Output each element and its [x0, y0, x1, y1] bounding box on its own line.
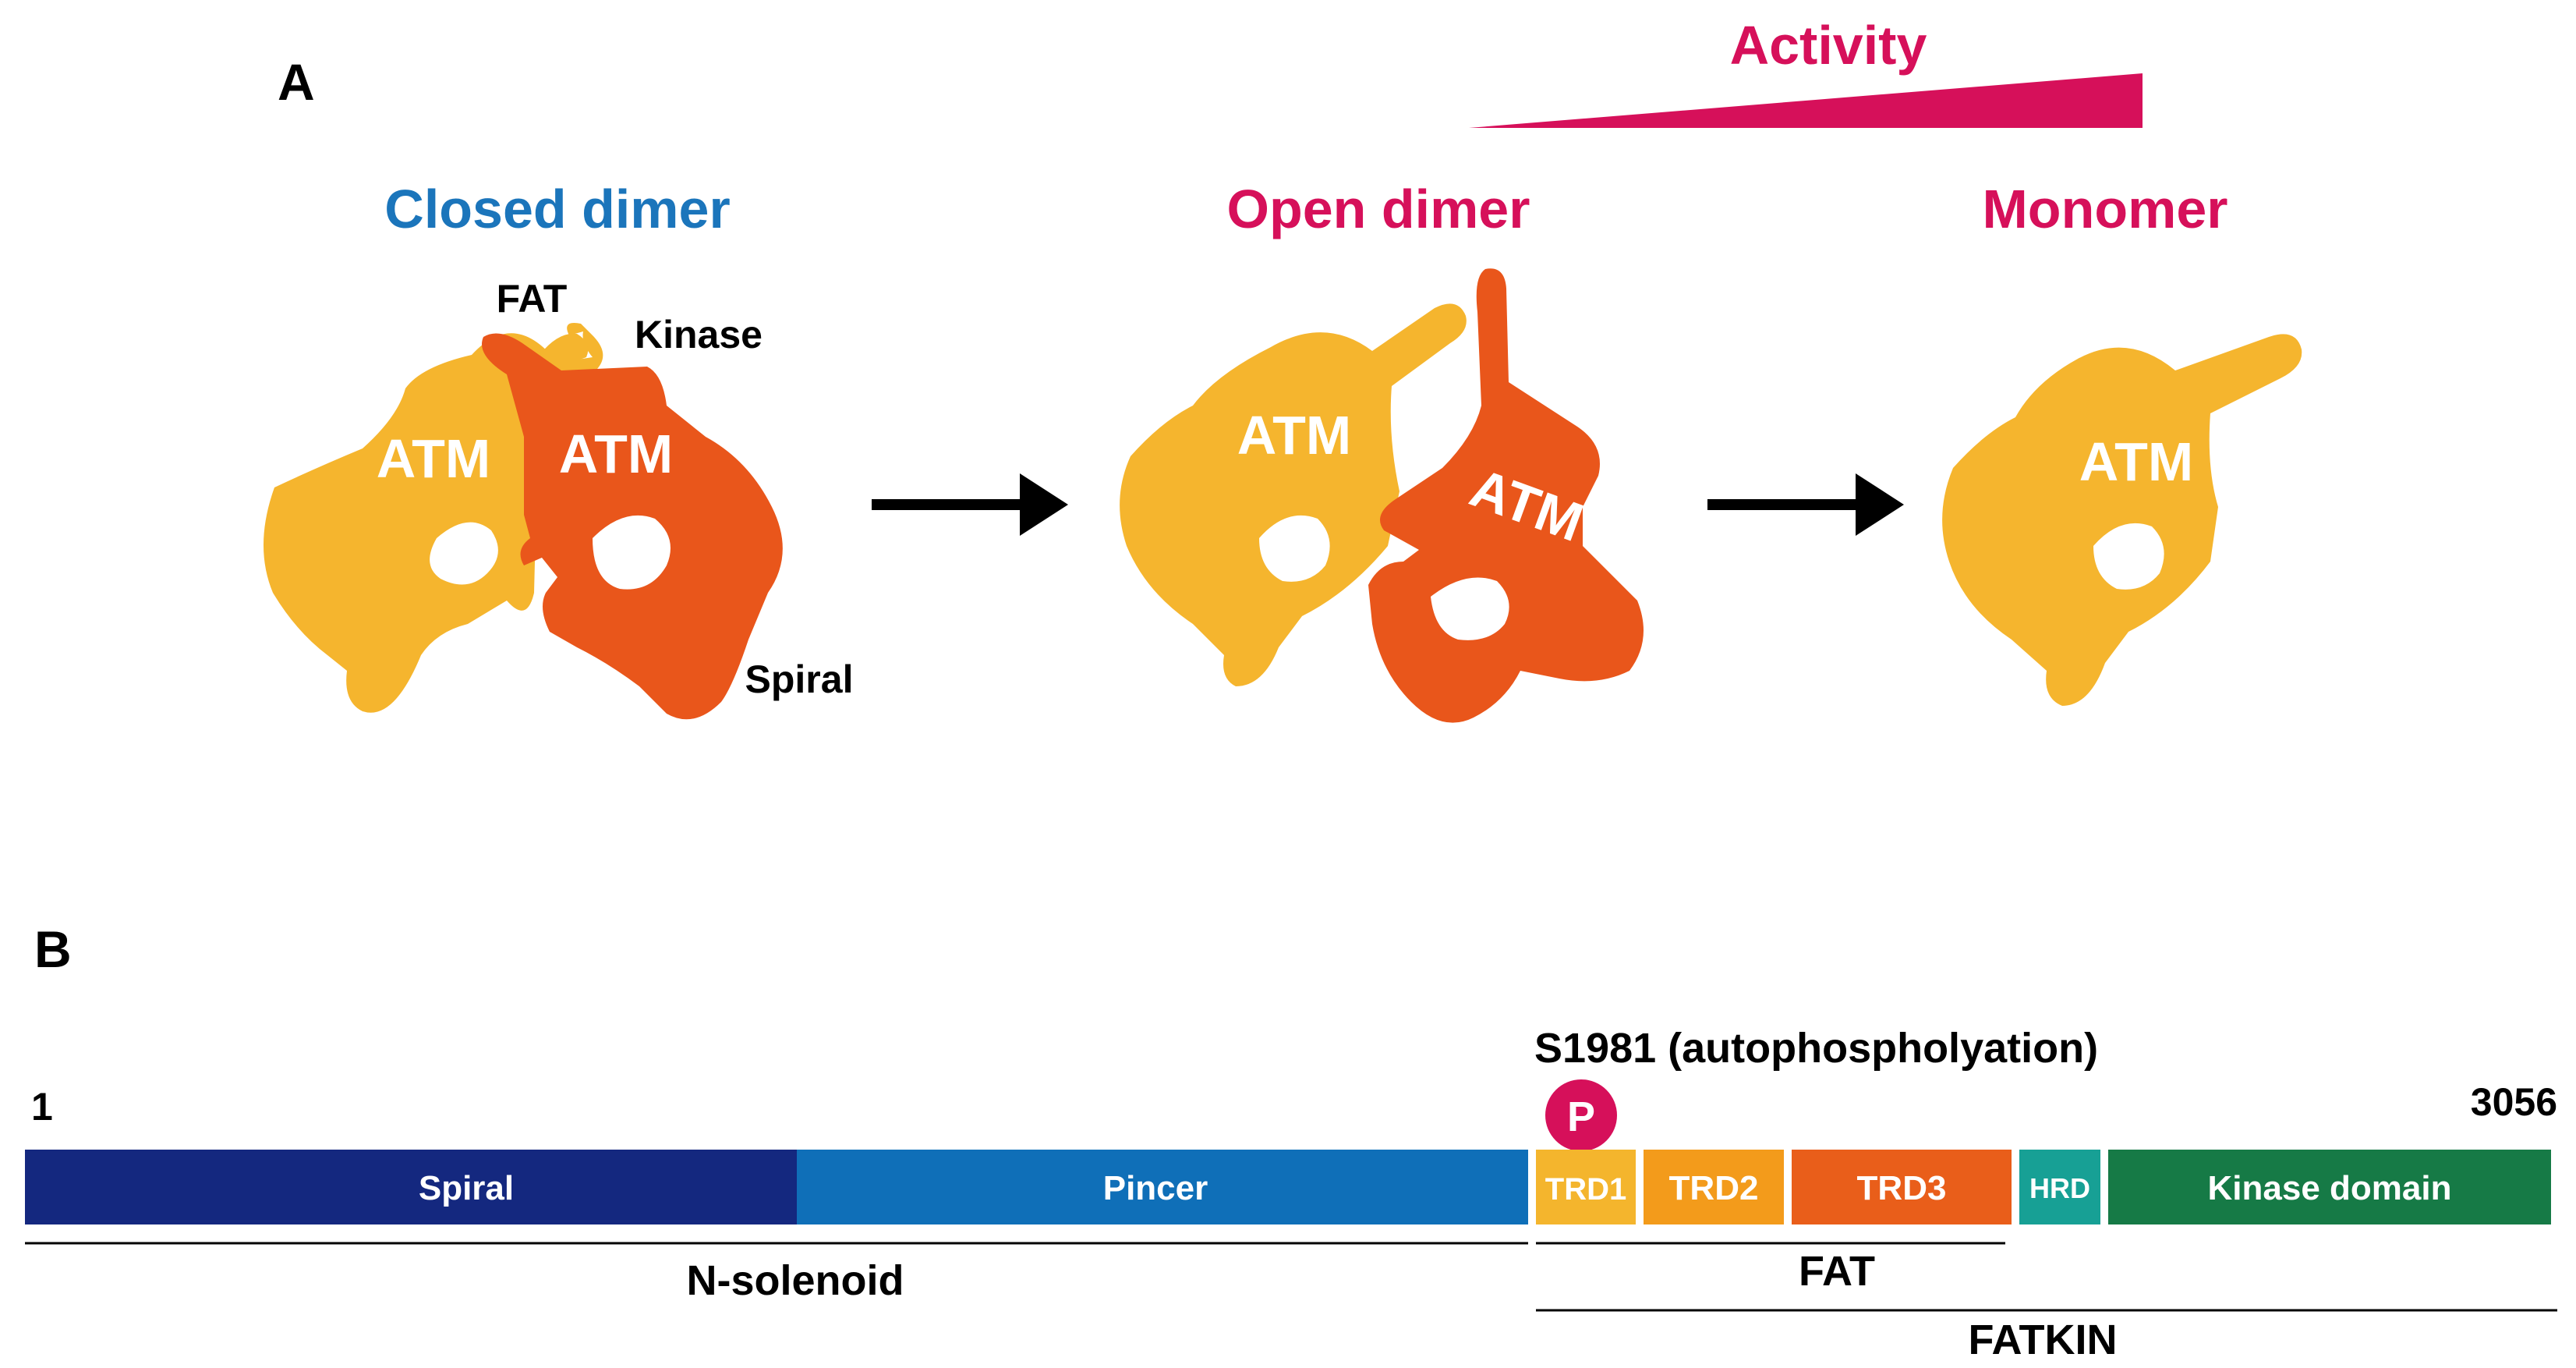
- domain-trd2: [1644, 1150, 1784, 1224]
- domain-pincer: [797, 1150, 1528, 1224]
- n-solenoid-label: N-solenoid: [687, 1257, 904, 1304]
- panel-a-label: A: [278, 53, 315, 111]
- end-residue-label: 3056: [2471, 1080, 2557, 1124]
- open-dimer-left-atm: [1120, 303, 1467, 686]
- domain-label: HRD: [2029, 1172, 2090, 1204]
- closed-dimer-title: Closed dimer: [384, 179, 730, 239]
- panel-b-label: B: [34, 920, 72, 978]
- domain-hrd: [2019, 1150, 2100, 1224]
- fat-region-label: FAT: [497, 277, 568, 321]
- spiral-region-label: Spiral: [745, 657, 854, 701]
- domain-label: Kinase domain: [2208, 1169, 2452, 1207]
- activity-gradient-wedge: [1469, 73, 2143, 128]
- domain-bar: Spiral Pincer TRD1 TRD2 TRD3 HRD Kinase …: [25, 1150, 2551, 1224]
- kinase-region-label: Kinase: [635, 313, 763, 356]
- monomer-atm: [1942, 334, 2302, 706]
- fatkin-label: FATKIN: [1969, 1317, 2118, 1363]
- monomer-atm-label: ATM: [2079, 431, 2193, 492]
- closed-dimer-left-atm-label: ATM: [377, 428, 490, 489]
- domain-spiral: [25, 1150, 797, 1224]
- closed-dimer-left-atm: [263, 323, 603, 713]
- closed-dimer-right-atm-label: ATM: [559, 424, 673, 484]
- domain-label: TRD3: [1857, 1169, 1947, 1207]
- open-dimer-right-atm: [1368, 268, 1644, 723]
- phospho-marker: P: [1545, 1079, 1617, 1151]
- open-dimer-left-atm-label: ATM: [1237, 405, 1351, 466]
- domain-kinase: [2108, 1150, 2551, 1224]
- start-residue-label: 1: [31, 1085, 53, 1129]
- transition-arrow-1: [872, 473, 1068, 536]
- domain-label: TRD2: [1669, 1169, 1759, 1207]
- fat-label: FAT: [1799, 1248, 1875, 1295]
- transition-arrow-2: [1707, 473, 1904, 536]
- phospho-site-label: S1981 (autophospholyation): [1534, 1025, 2098, 1072]
- domain-label: TRD1: [1545, 1172, 1626, 1207]
- domain-label: Pincer: [1103, 1169, 1208, 1207]
- closed-dimer-right-atm: [482, 333, 783, 720]
- open-dimer-title: Open dimer: [1227, 179, 1530, 239]
- domain-trd1: [1536, 1150, 1636, 1224]
- svg-text:P: P: [1567, 1093, 1595, 1140]
- activity-label: Activity: [1730, 15, 1927, 76]
- domain-label: Spiral: [419, 1169, 514, 1207]
- monomer-title: Monomer: [1983, 179, 2228, 239]
- domain-trd3: [1792, 1150, 2012, 1224]
